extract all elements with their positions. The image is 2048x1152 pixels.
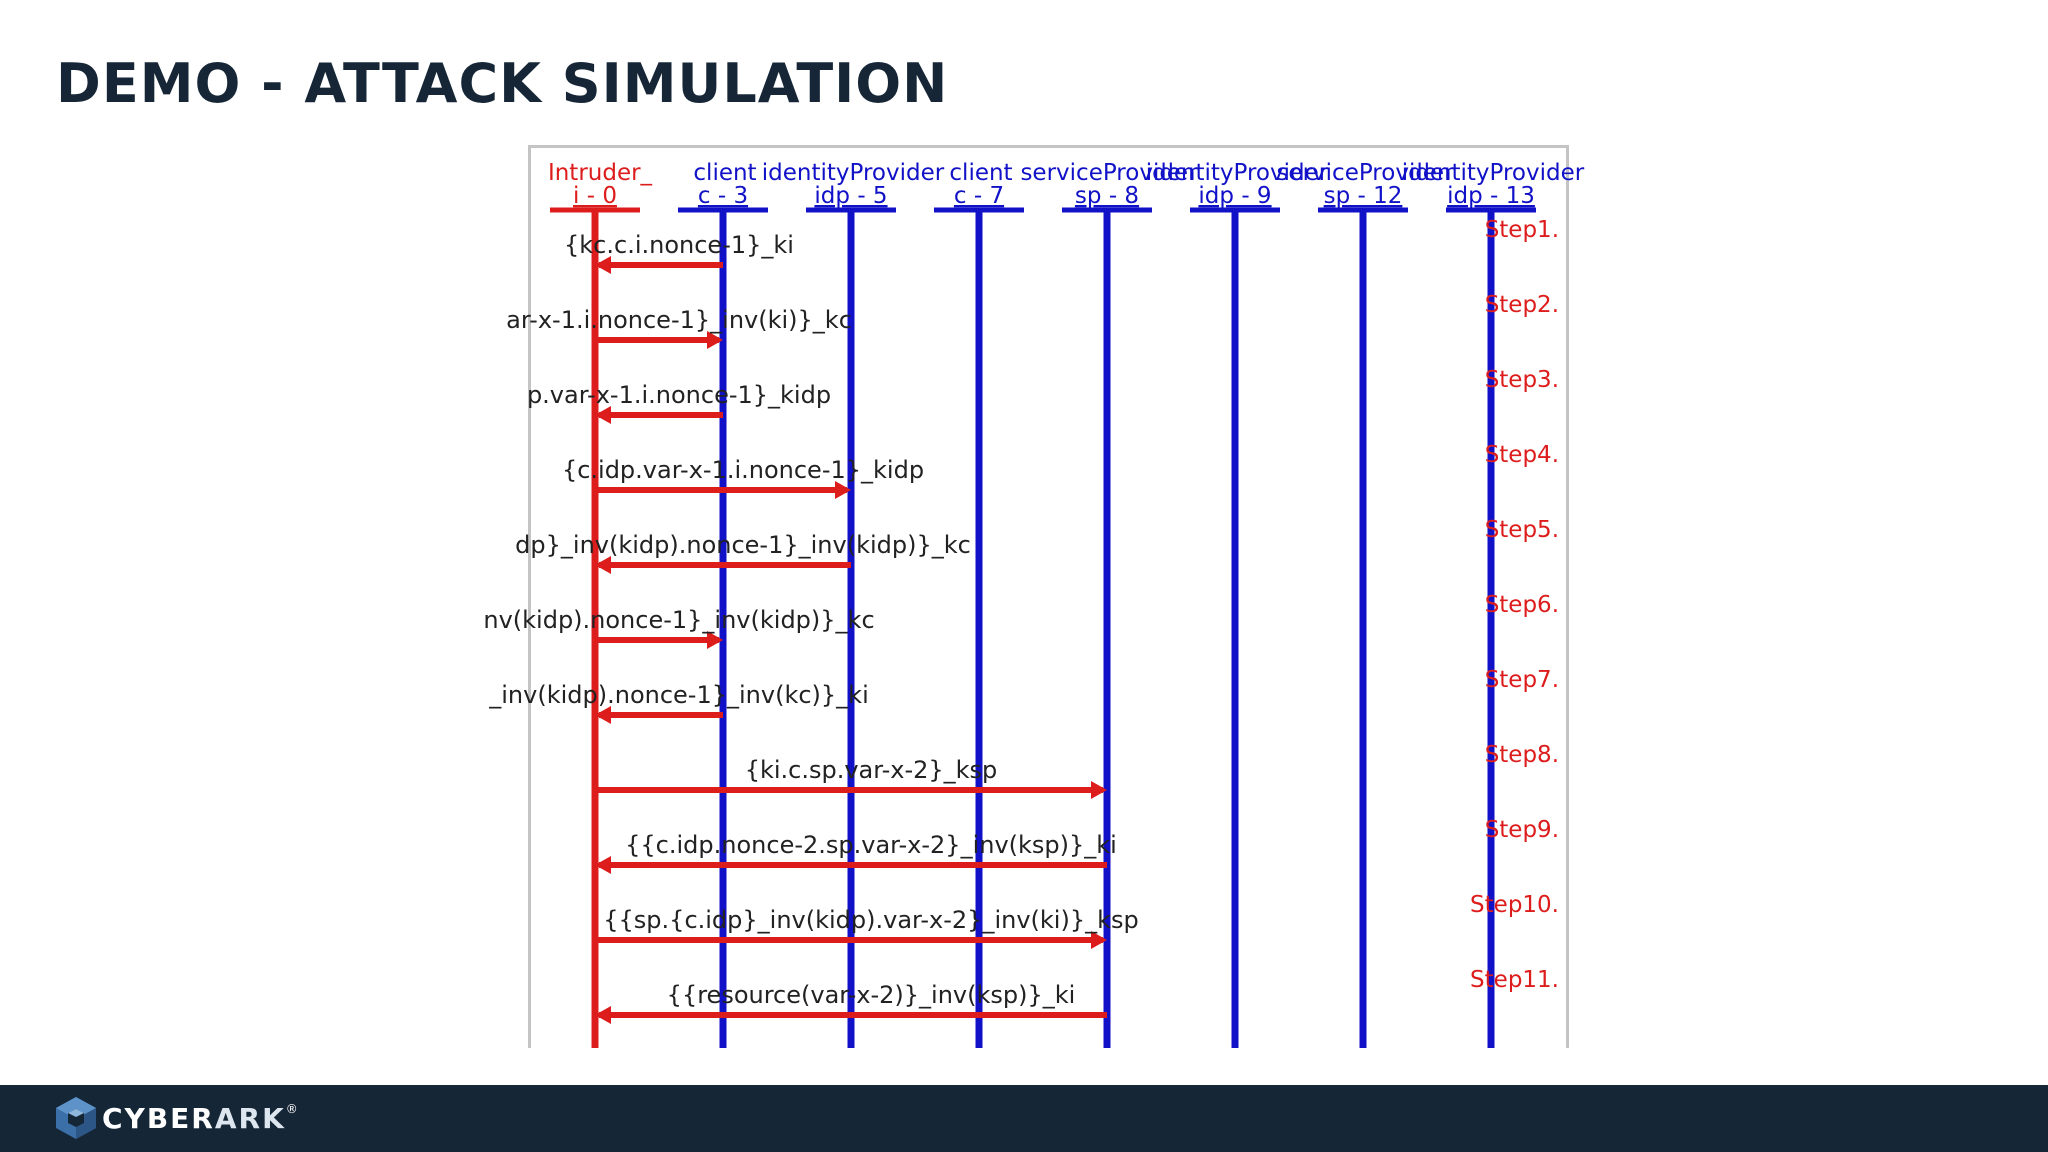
step-label-7: Step7. — [1485, 667, 1559, 693]
step-label-10: Step10. — [1470, 892, 1559, 918]
lifeline-id-2: idp - 5 — [814, 183, 887, 209]
lifeline-id-3: c - 7 — [954, 183, 1004, 209]
lifeline-id-5: idp - 9 — [1198, 183, 1271, 209]
brand-tm: ® — [285, 1102, 300, 1116]
message-label-8: {ki.c.sp.var-x-2}_ksp — [745, 756, 998, 784]
step-label-9: Step9. — [1485, 817, 1559, 843]
step-label-5: Step5. — [1485, 517, 1559, 543]
message-label-7: _inv(kidp).nonce-1}_inv(kc)}_ki — [488, 681, 868, 709]
step-label-4: Step4. — [1485, 442, 1559, 468]
message-label-3: p.var-x-1.i.nonce-1}_kidp — [527, 381, 831, 409]
message-label-4: {c.idp.var-x-1.i.nonce-1}_kidp — [562, 456, 924, 484]
message-label-1: {kc.c.i.nonce-1}_ki — [564, 231, 794, 259]
lifeline-role-4: serviceProvider — [1020, 160, 1198, 186]
step-label-6: Step6. — [1485, 592, 1559, 618]
message-label-5: dp}_inv(kidp).nonce-1}_inv(kidp)}_kc — [515, 531, 971, 559]
message-arrowhead-8 — [1091, 781, 1107, 799]
lifeline-id-7: idp - 13 — [1447, 183, 1535, 209]
lifeline-role-5: identityProvider — [1146, 160, 1329, 186]
message-arrowhead-1 — [595, 256, 611, 274]
step-label-8: Step8. — [1485, 742, 1559, 768]
lifeline-role-0: Intruder_ — [548, 160, 653, 186]
lifeline-id-4: sp - 8 — [1075, 183, 1139, 209]
message-arrowhead-5 — [595, 556, 611, 574]
brand-name-part1: CYBER — [102, 1102, 215, 1135]
step-label-1: Step1. — [1485, 217, 1559, 243]
message-arrowhead-9 — [595, 856, 611, 874]
message-arrowhead-3 — [595, 406, 611, 424]
step-label-3: Step3. — [1485, 367, 1559, 393]
message-label-11: {{resource(var-x-2)}_inv(ksp)}_ki — [667, 981, 1076, 1009]
lifeline-id-6: sp - 12 — [1324, 183, 1403, 209]
lifeline-id-0: i - 0 — [573, 183, 617, 209]
lifeline-role-1: client — [693, 160, 756, 186]
message-arrowhead-6 — [707, 631, 723, 649]
message-label-10: {{sp.{c.idp}_inv(kidp).var-x-2}_inv(ki)}… — [603, 906, 1138, 934]
message-arrowhead-7 — [595, 706, 611, 724]
message-arrowhead-10 — [1091, 931, 1107, 949]
brand-name: CYBERARK® — [102, 1102, 300, 1135]
step-label-11: Step11. — [1470, 967, 1559, 993]
message-label-2: ar-x-1.i.nonce-1}_inv(ki)}_kc — [506, 306, 852, 334]
lifeline-role-6: serviceProvider — [1276, 160, 1454, 186]
slide-title: DEMO - ATTACK SIMULATION — [56, 52, 949, 115]
brand-name-part2: ARK — [214, 1102, 286, 1135]
step-label-2: Step2. — [1485, 292, 1559, 318]
message-label-6: nv(kidp).nonce-1}_inv(kidp)}_kc — [483, 606, 874, 634]
lifeline-id-1: c - 3 — [698, 183, 748, 209]
message-arrowhead-4 — [835, 481, 851, 499]
message-label-9: {{c.idp.nonce-2.sp.var-x-2}_inv(ksp)}_ki — [625, 831, 1117, 859]
lifeline-role-7: identityProvider — [1402, 160, 1585, 186]
lifeline-role-3: client — [949, 160, 1012, 186]
message-arrowhead-11 — [595, 1006, 611, 1024]
lifeline-role-2: identityProvider — [762, 160, 945, 186]
footer-bar: CYBERARK® — [0, 1085, 2048, 1152]
message-arrowhead-2 — [707, 331, 723, 349]
cyberark-logo-icon — [56, 1097, 96, 1139]
